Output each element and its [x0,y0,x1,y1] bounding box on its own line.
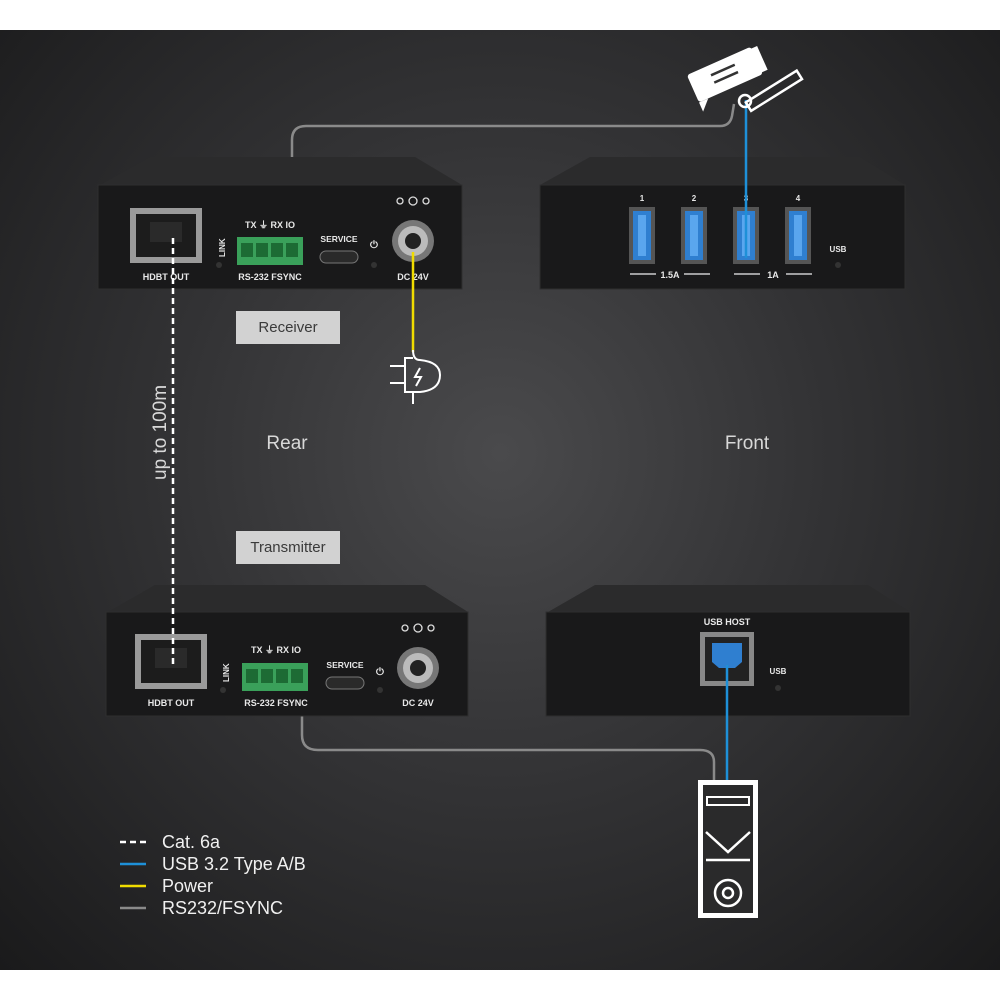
transmitter-service-label: SERVICE [326,660,363,670]
current-rating-left: 1.5A [660,270,680,280]
receiver-service-label: SERVICE [320,234,357,244]
transmitter-tag: Transmitter [236,531,340,564]
terminal-block-receiver [237,237,303,265]
legend-label-rs232: RS232/FSYNC [162,898,283,918]
transmitter-serial-label: RS-232 FSYNC [244,698,308,708]
terminal-block-transmitter [242,663,308,691]
receiver-serial-pins-label: TX ⏚ RX IO [245,220,295,230]
legend: Cat. 6a USB 3.2 Type A/B Power RS232/FSY… [120,832,306,918]
computer-tower-icon [698,780,758,918]
hdbt-port-transmitter [135,634,207,689]
cable-length-label: up to 100m [150,385,171,480]
dc-polarity-icon [396,196,430,206]
power-symbol-icon: ⏻ [370,239,378,251]
legend-label-cat6a: Cat. 6a [162,832,221,852]
usb-host-label: USB HOST [704,617,751,627]
receiver-hdbt-label: HDBT OUT [143,272,190,282]
rear-view-label: Rear [266,433,308,454]
transmitter-hdbt-label: HDBT OUT [148,698,195,708]
legend-label-usb: USB 3.2 Type A/B [162,854,306,874]
receiver-rear-unit: HDBT OUT LINK TX ⏚ RX IO RS-232 FSYNC SE… [97,157,463,290]
rs232-cable-receiver [290,103,736,245]
receiver-link-label: LINK [218,238,227,257]
transmitter-dc-label: DC 24V [402,698,434,708]
usb-a-port-4 [785,207,811,264]
legend-label-power: Power [162,876,213,896]
receiver-serial-label: RS-232 FSYNC [238,272,302,282]
usb-c-service-port-transmitter [325,676,365,690]
usb-a-port-2 [681,207,707,264]
transmitter-serial-pins-label: TX ⏚ RX IO [251,645,301,655]
current-rating-right: 1A [767,270,779,280]
transmitter-front-usb-label: USB [770,667,787,676]
dc-jack-transmitter [397,647,439,689]
front-view-label: Front [725,433,770,454]
hdbt-port-receiver [130,208,202,263]
dc-polarity-icon [401,623,435,633]
usb-c-service-port-receiver [319,250,359,264]
power-plug-icon [390,349,442,404]
rs232-cable-transmitter [300,690,716,780]
receiver-front-usb-label: USB [830,245,847,254]
usb-a-port-1 [629,207,655,264]
receiver-tag: Receiver [236,311,340,344]
dc-jack-receiver [392,220,434,262]
usb-port-number: 2 [692,194,697,203]
transmitter-link-label: LINK [222,663,231,682]
transmitter-rear-unit: HDBT OUT LINK TX ⏚ RX IO RS-232 FSYNC SE… [105,585,469,717]
receiver-front-unit: 1 2 3 4 1.5A 1A USB [539,157,906,290]
power-symbol-icon: ⏻ [376,666,384,678]
security-camera-icon [687,46,804,113]
usb-port-number: 1 [640,194,645,203]
usb-port-number: 4 [796,194,801,203]
